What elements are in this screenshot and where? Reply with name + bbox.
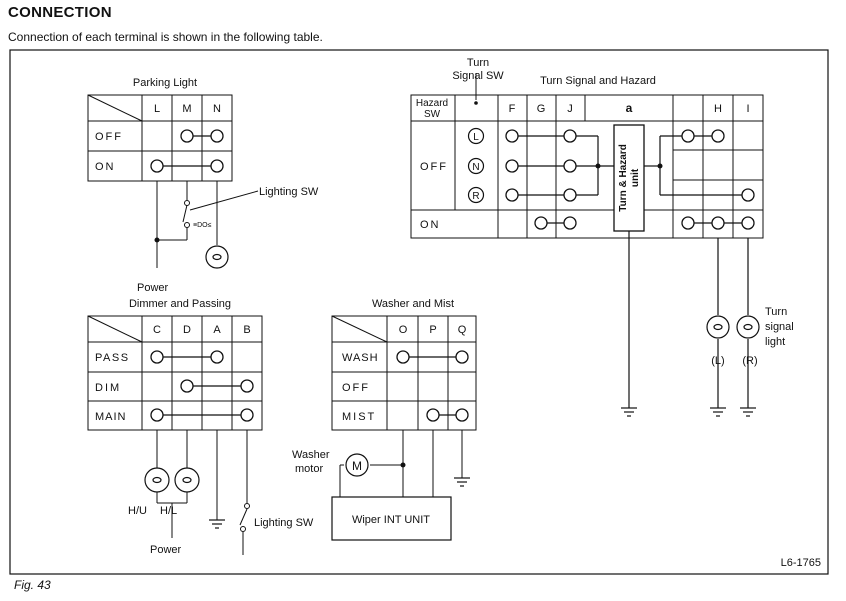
- washer-motor-icon: [345, 453, 369, 477]
- turn-lamp-icons: [706, 315, 760, 339]
- parking-connections: [150, 129, 224, 173]
- col-H: H: [714, 103, 722, 115]
- col-F: F: [509, 103, 516, 115]
- row-wash: WASH: [342, 352, 379, 364]
- turn-signal-title: Turn Signal and Hazard: [540, 75, 656, 87]
- dimmer-lighting-sw-label: Lighting SW: [254, 517, 314, 529]
- col-M: M: [182, 103, 191, 115]
- hazard-label-1: Hazard: [416, 98, 448, 109]
- col-a: a: [626, 101, 633, 115]
- col-N: N: [213, 103, 221, 115]
- washer-connections: [396, 350, 469, 422]
- position-L: L: [473, 132, 479, 143]
- page-subtitle: Connection of each terminal is shown in …: [8, 30, 323, 44]
- col-L: L: [154, 103, 160, 115]
- col-Q: Q: [458, 324, 467, 336]
- col-A: A: [213, 324, 221, 336]
- turn-signal-table: [410, 73, 764, 239]
- turn-ground-icons: [621, 407, 756, 417]
- motor-symbol: M: [352, 459, 362, 473]
- dimmer-power-label: Power: [150, 544, 182, 556]
- headlight-icons: [144, 467, 200, 493]
- dimmer-connections: [150, 350, 254, 422]
- parking-light-table: [87, 94, 233, 182]
- wiper-unit-label: Wiper INT UNIT: [352, 514, 430, 526]
- row-on: ON: [95, 161, 116, 173]
- col-D: D: [183, 324, 191, 336]
- col-O: O: [399, 324, 408, 336]
- turn-hazard-unit: [613, 124, 645, 232]
- unit-label-2: unit: [630, 168, 641, 187]
- col-B: B: [243, 324, 250, 336]
- hu-label: H/U: [128, 505, 147, 517]
- turn-row-off: OFF: [420, 161, 448, 173]
- figure-label: Fig. 43: [14, 578, 51, 592]
- unit-label-1: Turn & Hazard: [618, 144, 629, 212]
- row-dim: DIM: [95, 382, 121, 394]
- turn-sw-dot: [474, 101, 478, 105]
- washer-motor-label-2: motor: [295, 463, 323, 475]
- dimmer-table: [87, 315, 263, 431]
- hl-label: H/L: [160, 505, 177, 517]
- row-pass: PASS: [95, 352, 130, 364]
- col-I: I: [746, 103, 749, 115]
- turn-lamp-label-1: Turn: [765, 306, 787, 318]
- row-washer-off: OFF: [342, 382, 370, 394]
- dimmer-title: Dimmer and Passing: [129, 298, 231, 310]
- washer-junction-dot: [400, 462, 406, 468]
- turn-terminals: [505, 129, 755, 230]
- row-main: MAIN: [95, 411, 127, 423]
- turn-lamp-label-3: light: [765, 336, 785, 348]
- diagram-frame: [9, 49, 829, 575]
- col-P: P: [429, 324, 436, 336]
- turn-row-on: ON: [420, 219, 441, 231]
- dimmer-ground-icon: [209, 519, 225, 529]
- parking-power-label: Power: [137, 282, 169, 294]
- position-circles: [467, 127, 485, 204]
- row-off: OFF: [95, 131, 123, 143]
- hazard-label-2: SW: [424, 109, 441, 120]
- lamp-left-label: (L): [711, 355, 724, 367]
- figure-code: L6-1765: [781, 557, 821, 569]
- washer-title: Washer and Mist: [372, 298, 454, 310]
- wiper-int-unit: [331, 496, 452, 541]
- turn-sw-title-1: Turn: [467, 57, 489, 69]
- position-R: R: [472, 191, 479, 202]
- washer-motor-label-1: Washer: [292, 449, 330, 461]
- turn-lamp-label-2: signal: [765, 321, 794, 333]
- turn-sw-title-2: Signal SW: [452, 70, 504, 82]
- parking-wiring: [154, 181, 259, 268]
- page-title: CONNECTION: [8, 4, 112, 21]
- col-C: C: [153, 324, 161, 336]
- col-G: G: [537, 103, 546, 115]
- washer-wiring: [339, 430, 463, 497]
- turn-junction-dots: [595, 163, 663, 169]
- parking-lamp-icon: [205, 245, 229, 269]
- row-mist: MIST: [342, 411, 376, 423]
- washer-ground-icon: [454, 477, 470, 487]
- parking-lighting-sw-label: Lighting SW: [259, 186, 319, 198]
- parking-light-title: Parking Light: [133, 77, 197, 89]
- sw-position-mark: ≡DO≤: [193, 222, 212, 229]
- lamp-right-label: (R): [742, 355, 757, 367]
- col-J: J: [567, 103, 573, 115]
- position-N: N: [472, 162, 479, 173]
- dimmer-wiring: [156, 430, 250, 555]
- washer-table: [331, 315, 477, 431]
